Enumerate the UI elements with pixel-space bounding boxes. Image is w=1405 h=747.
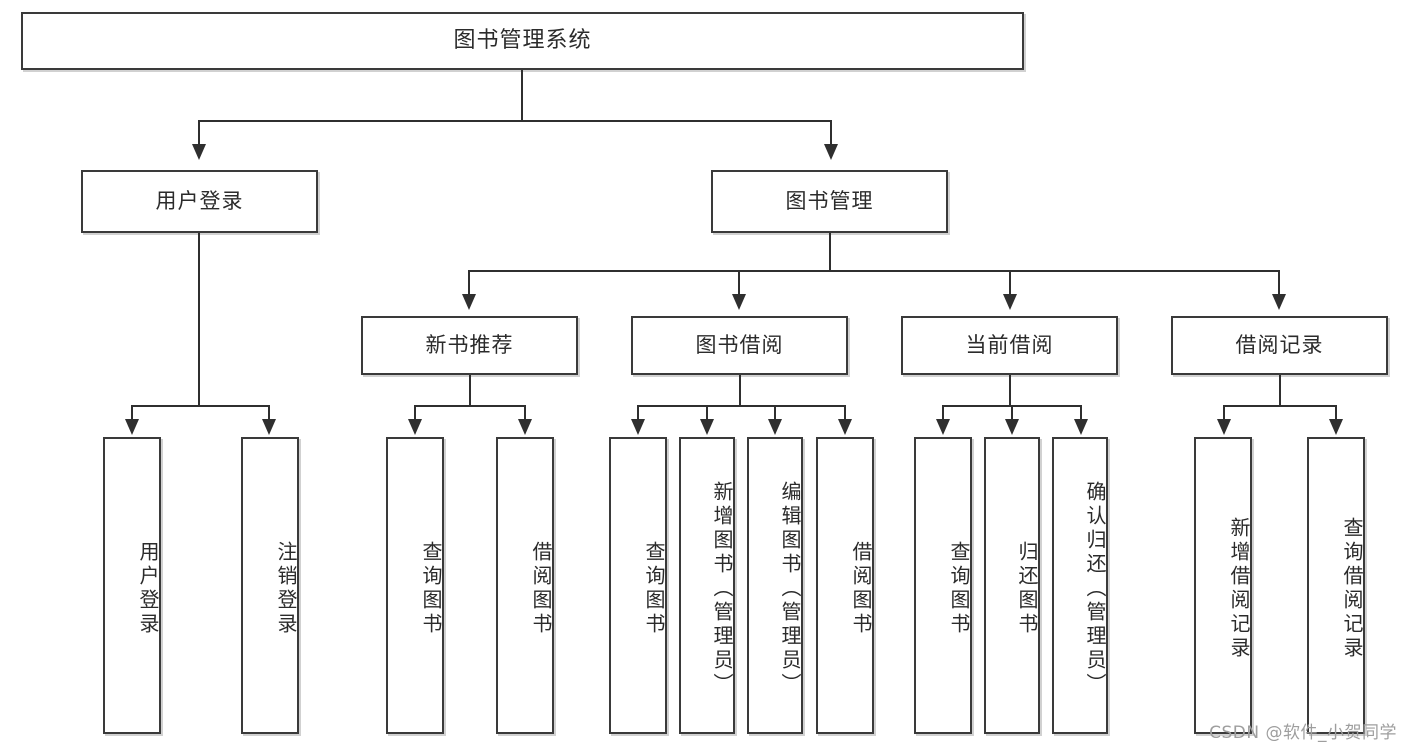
leaf-borrowrecord-add-record[interactable]: 新增借阅记录 <box>1194 437 1252 734</box>
node-user-login[interactable]: 用户登录 <box>81 170 318 233</box>
node-label: 新书推荐 <box>425 332 514 357</box>
connector-borrow-record-stem <box>1279 375 1281 407</box>
node-label: 归还图书 <box>1015 540 1039 637</box>
node-label: 新增借阅记录 <box>1227 516 1251 661</box>
arrow-user-login-to-leaf-1 <box>262 419 276 435</box>
connector-book-borrow-stem <box>739 375 741 407</box>
node-label: 注销登录 <box>274 540 298 637</box>
connector-bm-to-current-borrow <box>1009 270 1011 296</box>
node-borrow-record[interactable]: 借阅记录 <box>1171 316 1388 375</box>
connector-bm-to-book-borrow <box>738 270 740 296</box>
node-label: 新增图书（管理员） <box>710 480 734 697</box>
connector-user-login-stem <box>198 233 200 405</box>
arrow-user-login-to-leaf-0 <box>125 419 139 435</box>
connector-new-book-stem <box>469 375 471 407</box>
leaf-bookborrow-add-book-admin[interactable]: 新增图书（管理员） <box>679 437 735 734</box>
node-label: 查询图书 <box>642 540 666 637</box>
node-book-management[interactable]: 图书管理 <box>711 170 948 233</box>
connector-cb-to-leaf-2 <box>1080 405 1082 421</box>
leaf-bookborrow-borrow-book[interactable]: 借阅图书 <box>816 437 874 734</box>
connector-nb-to-leaf-0 <box>414 405 416 421</box>
connector-root-stem <box>521 70 523 120</box>
node-label: 图书借阅 <box>695 332 784 357</box>
leaf-newbook-query-book[interactable]: 查询图书 <box>386 437 444 734</box>
node-label: 用户登录 <box>136 540 160 637</box>
leaf-bookborrow-edit-book-admin[interactable]: 编辑图书（管理员） <box>747 437 803 734</box>
arrow-root-to-user-login <box>192 144 206 160</box>
node-label: 查询图书 <box>419 540 443 637</box>
arrow-nb-to-leaf-0 <box>408 419 422 435</box>
node-label: 图书管理 <box>785 188 874 213</box>
node-label: 用户登录 <box>155 188 244 213</box>
arrow-nb-to-leaf-1 <box>518 419 532 435</box>
arrow-bm-to-new-book <box>462 294 476 310</box>
leaf-user-login[interactable]: 用户登录 <box>103 437 161 734</box>
connector-nb-to-leaf-1 <box>524 405 526 421</box>
node-label: 确认归还（管理员） <box>1083 480 1107 697</box>
connector-user-login-to-leaf-1 <box>268 405 270 421</box>
connector-bb-to-leaf-2 <box>774 405 776 421</box>
connector-user-login-bus <box>131 405 268 407</box>
leaf-currentborrow-return-book[interactable]: 归还图书 <box>984 437 1040 734</box>
connector-book-management-stem <box>829 233 831 270</box>
connector-user-login-to-leaf-0 <box>131 405 133 421</box>
arrow-br-to-leaf-1 <box>1329 419 1343 435</box>
node-root-book-management-system[interactable]: 图书管理系统 <box>21 12 1024 70</box>
connector-root-to-book-management <box>830 120 832 146</box>
arrow-br-to-leaf-0 <box>1217 419 1231 435</box>
arrow-bb-to-leaf-0 <box>631 419 645 435</box>
leaf-newbook-borrow-book[interactable]: 借阅图书 <box>496 437 554 734</box>
connector-bb-to-leaf-0 <box>637 405 639 421</box>
leaf-logout[interactable]: 注销登录 <box>241 437 299 734</box>
node-label: 借阅图书 <box>849 540 873 637</box>
leaf-currentborrow-confirm-return-admin[interactable]: 确认归还（管理员） <box>1052 437 1108 734</box>
leaf-borrowrecord-query-record[interactable]: 查询借阅记录 <box>1307 437 1365 734</box>
node-label: 查询借阅记录 <box>1340 516 1364 661</box>
connector-bb-to-leaf-3 <box>844 405 846 421</box>
arrow-bm-to-current-borrow <box>1003 294 1017 310</box>
node-label: 图书管理系统 <box>453 27 592 53</box>
connector-book-management-bus <box>468 270 1280 272</box>
connector-bm-to-borrow-record <box>1278 270 1280 296</box>
node-label: 编辑图书（管理员） <box>778 480 802 697</box>
connector-borrow-record-bus <box>1223 405 1337 407</box>
arrow-bb-to-leaf-3 <box>838 419 852 435</box>
arrow-cb-to-leaf-2 <box>1074 419 1088 435</box>
arrow-bb-to-leaf-1 <box>700 419 714 435</box>
arrow-bm-to-book-borrow <box>732 294 746 310</box>
node-label: 借阅记录 <box>1235 332 1324 357</box>
connector-current-borrow-stem <box>1009 375 1011 407</box>
connector-br-to-leaf-1 <box>1335 405 1337 421</box>
node-label: 当前借阅 <box>965 332 1054 357</box>
connector-cb-to-leaf-0 <box>942 405 944 421</box>
connector-root-to-user-login <box>198 120 200 146</box>
node-label: 查询图书 <box>947 540 971 637</box>
arrow-bb-to-leaf-2 <box>768 419 782 435</box>
arrow-cb-to-leaf-0 <box>936 419 950 435</box>
connector-cb-to-leaf-1 <box>1011 405 1013 421</box>
node-current-borrow[interactable]: 当前借阅 <box>901 316 1118 375</box>
connector-bb-to-leaf-1 <box>706 405 708 421</box>
arrow-cb-to-leaf-1 <box>1005 419 1019 435</box>
connector-br-to-leaf-0 <box>1223 405 1225 421</box>
leaf-currentborrow-query-book[interactable]: 查询图书 <box>914 437 972 734</box>
connector-book-borrow-bus <box>637 405 846 407</box>
node-label: 借阅图书 <box>529 540 553 637</box>
connector-root-bus <box>198 120 832 122</box>
leaf-bookborrow-query-book[interactable]: 查询图书 <box>609 437 667 734</box>
arrow-root-to-book-management <box>824 144 838 160</box>
connector-bm-to-new-book <box>468 270 470 296</box>
node-new-book-recommendation[interactable]: 新书推荐 <box>361 316 578 375</box>
connector-new-book-bus <box>414 405 526 407</box>
arrow-bm-to-borrow-record <box>1272 294 1286 310</box>
node-book-borrow[interactable]: 图书借阅 <box>631 316 848 375</box>
